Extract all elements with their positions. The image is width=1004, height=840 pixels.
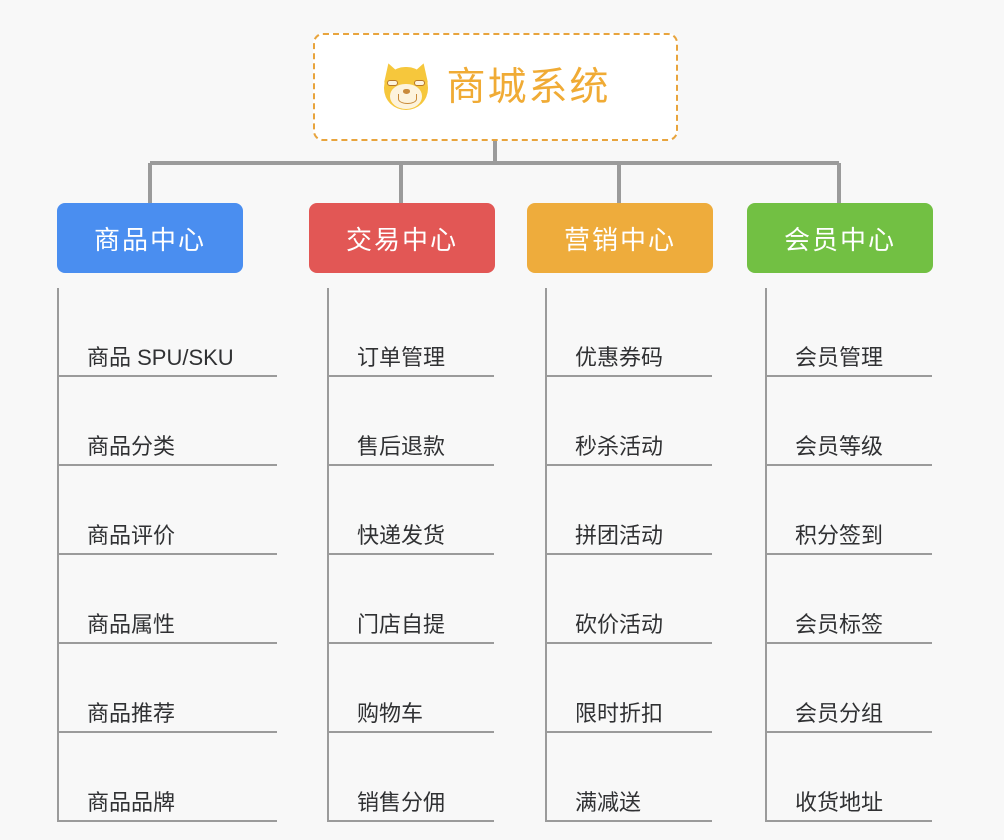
leaf-label: 商品推荐 — [87, 700, 176, 726]
dog-nose-icon — [403, 89, 411, 94]
leaf-label: 订单管理 — [357, 344, 446, 370]
leaf-item[interactable]: 商品评价 — [57, 466, 277, 555]
leaf-label: 商品评价 — [87, 522, 176, 548]
leaf-list-product-center: 商品 SPU/SKU 商品分类 商品评价 商品属性 商品推荐 商品品牌 — [57, 288, 277, 822]
leaf-label: 快递发货 — [357, 522, 446, 548]
branch-marketing-center: 营销中心 优惠券码 秒杀活动 拼团活动 砍价活动 限时折扣 满减送 — [527, 203, 741, 822]
leaf-item[interactable]: 秒杀活动 — [545, 377, 712, 466]
leaf-item[interactable]: 商品推荐 — [57, 644, 277, 733]
leaf-item[interactable]: 订单管理 — [327, 288, 494, 377]
leaf-label: 售后退款 — [357, 433, 446, 459]
leaf-label: 商品 SPU/SKU — [87, 344, 234, 370]
category-header-marketing-center[interactable]: 营销中心 — [527, 203, 713, 273]
leaf-label: 砍价活动 — [575, 611, 664, 637]
leaf-item[interactable]: 满减送 — [545, 733, 712, 822]
leaf-item[interactable]: 优惠券码 — [545, 288, 712, 377]
leaf-item[interactable]: 商品属性 — [57, 555, 277, 644]
leaf-item[interactable]: 购物车 — [327, 644, 494, 733]
dog-eye-left-icon — [387, 80, 399, 86]
leaf-label: 满减送 — [575, 789, 642, 815]
leaf-item[interactable]: 会员分组 — [765, 644, 932, 733]
leaf-label: 会员管理 — [795, 344, 884, 370]
leaf-item[interactable]: 会员等级 — [765, 377, 932, 466]
category-label: 交易中心 — [345, 224, 458, 255]
leaf-label: 会员分组 — [795, 700, 884, 726]
leaf-item[interactable]: 售后退款 — [327, 377, 494, 466]
leaf-list-member-center: 会员管理 会员等级 积分签到 会员标签 会员分组 收货地址 — [765, 288, 932, 822]
leaf-label: 秒杀活动 — [575, 433, 664, 459]
leaf-item[interactable]: 门店自提 — [327, 555, 494, 644]
shiba-dog-icon — [379, 60, 434, 112]
branch-trade-center: 交易中心 订单管理 售后退款 快递发货 门店自提 购物车 销售分佣 — [309, 203, 523, 822]
leaf-item[interactable]: 会员管理 — [765, 288, 932, 377]
category-label: 会员中心 — [783, 224, 896, 255]
leaf-item[interactable]: 积分签到 — [765, 466, 932, 555]
leaf-item[interactable]: 拼团活动 — [545, 466, 712, 555]
leaf-label: 门店自提 — [357, 611, 446, 637]
leaf-label: 优惠券码 — [575, 344, 664, 370]
leaf-item[interactable]: 会员标签 — [765, 555, 932, 644]
leaf-label: 销售分佣 — [357, 789, 446, 815]
leaf-item[interactable]: 商品分类 — [57, 377, 277, 466]
leaf-item[interactable]: 限时折扣 — [545, 644, 712, 733]
leaf-item[interactable]: 砍价活动 — [545, 555, 712, 644]
root-title: 商城系统 — [446, 65, 611, 109]
leaf-label: 限时折扣 — [575, 700, 664, 726]
category-header-product-center[interactable]: 商品中心 — [57, 203, 243, 273]
leaf-item[interactable]: 销售分佣 — [327, 733, 494, 822]
dog-eye-right-icon — [414, 80, 426, 86]
leaf-item[interactable]: 商品品牌 — [57, 733, 277, 822]
leaf-label: 会员等级 — [795, 433, 884, 459]
branch-member-center: 会员中心 会员管理 会员等级 积分签到 会员标签 会员分组 收货地址 — [747, 203, 961, 822]
leaf-label: 积分签到 — [795, 522, 884, 548]
branch-product-center: 商品中心 商品 SPU/SKU 商品分类 商品评价 商品属性 商品推荐 商品品牌 — [57, 203, 307, 822]
leaf-item[interactable]: 收货地址 — [765, 733, 932, 822]
leaf-label: 购物车 — [357, 700, 424, 726]
leaf-label: 收货地址 — [795, 789, 884, 815]
category-header-trade-center[interactable]: 交易中心 — [309, 203, 495, 273]
leaf-label: 商品属性 — [87, 611, 176, 637]
leaf-list-marketing-center: 优惠券码 秒杀活动 拼团活动 砍价活动 限时折扣 满减送 — [545, 288, 712, 822]
leaf-item[interactable]: 商品 SPU/SKU — [57, 288, 277, 377]
root-node[interactable]: 商城系统 — [313, 33, 678, 141]
leaf-label: 会员标签 — [795, 611, 884, 637]
category-header-member-center[interactable]: 会员中心 — [747, 203, 933, 273]
leaf-item[interactable]: 快递发货 — [327, 466, 494, 555]
leaf-label: 拼团活动 — [575, 522, 664, 548]
leaf-label: 商品分类 — [87, 433, 176, 459]
leaf-list-trade-center: 订单管理 售后退款 快递发货 门店自提 购物车 销售分佣 — [327, 288, 494, 822]
leaf-label: 商品品牌 — [87, 789, 176, 815]
dog-mouth-icon — [398, 94, 418, 104]
category-label: 商品中心 — [93, 224, 206, 255]
category-label: 营销中心 — [563, 224, 676, 255]
